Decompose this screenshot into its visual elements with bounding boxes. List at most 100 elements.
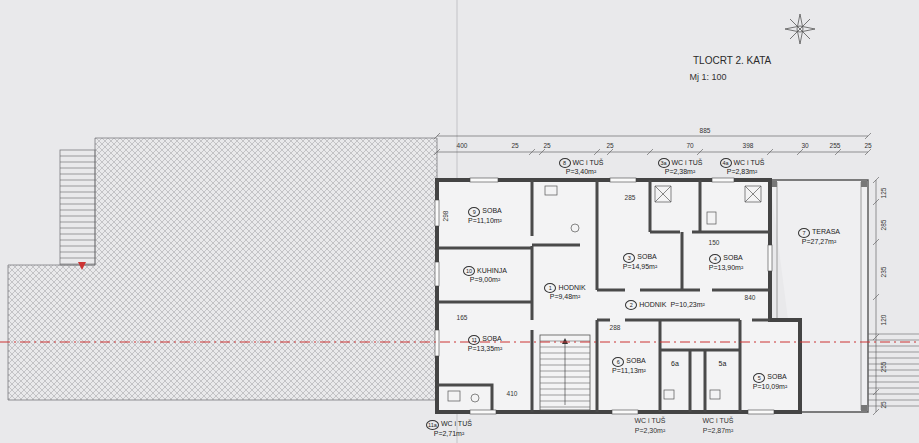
room-area: P=27,27m² xyxy=(802,238,836,247)
room-name: SOBA xyxy=(723,254,742,263)
stair-step xyxy=(60,156,95,157)
dimension-label: 25 xyxy=(606,143,613,150)
room-number: 7 xyxy=(798,228,810,238)
room-label: 6a xyxy=(662,356,688,372)
room-number: 5 xyxy=(753,373,765,383)
room-number: 10 xyxy=(463,266,475,276)
room-number: 4a xyxy=(720,158,732,168)
stair-step xyxy=(60,186,95,187)
stair-step xyxy=(868,370,919,371)
room-label: 5a xyxy=(707,356,738,372)
stair-step xyxy=(868,388,919,389)
label-row: 6a xyxy=(671,360,679,369)
hatched-roof xyxy=(8,138,437,400)
stair-step xyxy=(60,240,95,241)
label-row: 7TERASA xyxy=(798,228,840,238)
label-row: P=10,09m² xyxy=(753,383,787,392)
dimension-label: 285 xyxy=(625,195,636,202)
label-row: P=9,00m² xyxy=(470,276,501,285)
label-row: P=13,35m² xyxy=(468,345,502,354)
stair-step xyxy=(60,192,95,193)
plan-title: TLOCRT 2. KATA xyxy=(693,55,771,66)
room-name: WC i TUŠ xyxy=(672,159,703,168)
room-label: 3SOBAP=14,95m² xyxy=(600,236,680,288)
room-label: 5SOBAP=10,09m² xyxy=(742,358,798,406)
dimension-label: 255 xyxy=(830,143,841,150)
stair-step xyxy=(60,264,95,265)
room-name: SOBA xyxy=(637,253,656,262)
stair-step xyxy=(60,234,95,235)
room-number: 6a xyxy=(671,360,679,369)
stair-step xyxy=(60,180,95,181)
label-row: P=27,27m² xyxy=(802,238,836,247)
label-row: 8WC i TUŠ xyxy=(559,158,604,168)
label-row: 3SOBA xyxy=(623,253,656,263)
stair-step xyxy=(868,400,919,401)
label-row: P=3,40m² xyxy=(566,168,597,177)
room-area: P=10,09m² xyxy=(753,383,787,392)
room-number: 1 xyxy=(544,283,556,293)
room-area: P=9,48m² xyxy=(550,293,581,302)
stair-step xyxy=(60,246,95,247)
stair-arrow xyxy=(565,340,566,405)
stair-step xyxy=(868,406,919,407)
inner-wall xyxy=(437,180,770,412)
stair-step xyxy=(868,358,919,359)
stair-step xyxy=(868,340,919,341)
room-name: HODNIK xyxy=(639,301,666,310)
room-area: P=10,23m² xyxy=(670,301,704,310)
room-name: TERASA xyxy=(812,228,840,237)
room-number: 3a xyxy=(658,158,670,168)
stair-step xyxy=(60,210,95,211)
room-area: P=2,71m² xyxy=(434,430,465,439)
label-row: P=13,90m² xyxy=(709,264,743,273)
room-area: P=2,38m² xyxy=(665,168,696,177)
room-number: 11a xyxy=(426,420,439,430)
stair-step xyxy=(868,352,919,353)
room-name: SOBA xyxy=(482,335,501,344)
room-label: 4aWC i TUŠP=2,83m² xyxy=(711,157,773,178)
north-arrow xyxy=(785,14,815,44)
room-name: SOBA xyxy=(626,357,645,366)
stair-step xyxy=(60,162,95,163)
dimension-label: 840 xyxy=(745,295,756,302)
stair-steps xyxy=(868,334,919,406)
room-label: 9SOBAP=11,10m² xyxy=(440,186,530,246)
dimension-label: 150 xyxy=(709,240,720,247)
label-row: 2HODNIKP=10,23m² xyxy=(625,300,705,310)
room-label: 10KUHINJAP=9,00m² xyxy=(440,251,530,300)
label-row: 9SOBA xyxy=(468,207,501,217)
dimension-label: 25 xyxy=(881,401,888,408)
stair-step xyxy=(60,174,95,175)
stair-step xyxy=(60,198,95,199)
label-row: 6SOBA xyxy=(612,357,645,367)
stair-outline xyxy=(540,335,590,410)
label-row: 1HODNIK xyxy=(544,283,585,293)
room-area: P=14,95m² xyxy=(623,263,657,272)
dimension-label: 165 xyxy=(457,315,468,322)
room-label: 7TERASAP=27,27m² xyxy=(779,212,859,262)
stair-step xyxy=(868,394,919,395)
dimension-label: 30 xyxy=(801,143,808,150)
room-label: 4SOBAP=13,90m² xyxy=(684,238,768,288)
room-name: WC i TUŠ xyxy=(734,159,765,168)
window xyxy=(435,178,774,414)
room-label: 11SOBAP=13,35m² xyxy=(440,306,530,382)
stair-step xyxy=(868,376,919,377)
outer-wall xyxy=(437,180,800,412)
stair-steps xyxy=(60,156,95,264)
dimension-label: 410 xyxy=(507,391,518,398)
column xyxy=(861,181,867,187)
room-area: P=3,40m² xyxy=(566,168,597,177)
label-row: P=9,48m² xyxy=(550,293,581,302)
label-row: 5a xyxy=(719,360,727,369)
dimension-label: 235 xyxy=(881,267,888,278)
room-label: 1HODNIKP=9,48m² xyxy=(535,270,595,315)
label-row: P=2,83m² xyxy=(727,168,758,177)
room-area: P=11,10m² xyxy=(468,217,502,226)
column xyxy=(861,405,867,411)
stair-step xyxy=(60,252,95,253)
room-area: P=11,13m² xyxy=(612,367,646,376)
